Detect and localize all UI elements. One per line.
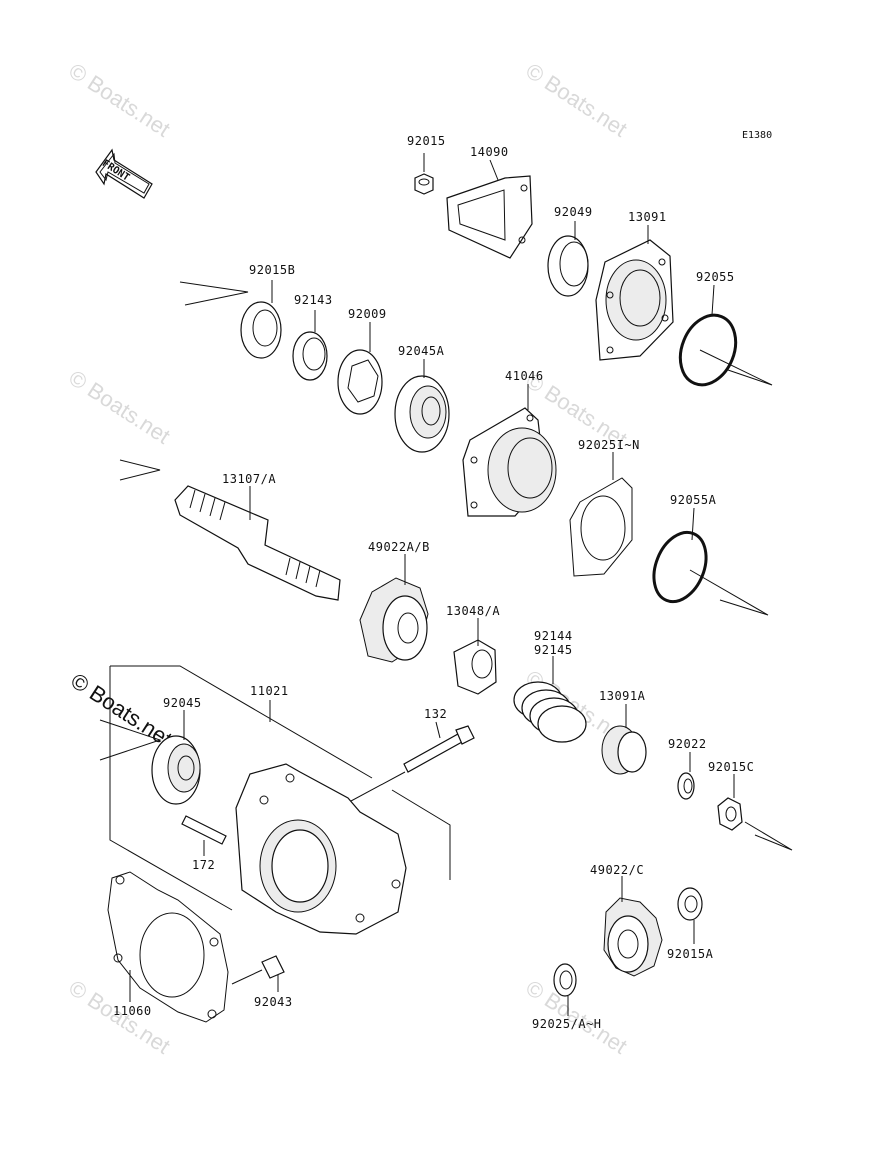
part-92043-pin [231, 955, 285, 992]
part-label[interactable]: 13091 [628, 210, 667, 224]
part-label[interactable]: 92015B [249, 263, 296, 277]
part-92045-bearing [99, 710, 201, 805]
part-92055A-o-ring [652, 507, 769, 616]
part-label[interactable]: 92043 [254, 995, 293, 1009]
part-label[interactable]: 11021 [250, 684, 289, 698]
part-13091A-collar [601, 704, 647, 775]
diagram-code: E1380 [742, 130, 773, 141]
part-13048A-hub [453, 618, 497, 695]
part-13107A-shaft [119, 459, 341, 601]
part-label[interactable]: 92049 [554, 205, 593, 219]
part-13091-housing [595, 225, 674, 361]
part-49022AB-bevel-gear [359, 554, 429, 663]
part-label[interactable]: 49022A/B [368, 540, 430, 554]
part-92009-nut [337, 322, 383, 415]
part-label[interactable]: 92055A [670, 493, 717, 507]
part-92025A-H-shim [553, 963, 577, 1016]
part-label[interactable]: 92055 [696, 270, 735, 284]
part-label[interactable]: 92015 [407, 134, 446, 148]
part-label[interactable]: 92145 [534, 643, 573, 657]
part-14090-bracket [446, 159, 533, 259]
part-172-stud [181, 815, 227, 856]
part-92015A-nut [677, 887, 703, 944]
part-41046-housing [462, 384, 557, 517]
part-label[interactable]: 49022/C [590, 863, 645, 877]
part-label[interactable]: 41046 [505, 369, 544, 383]
part-label[interactable]: 13091A [599, 689, 646, 703]
part-label[interactable]: 132 [424, 707, 448, 721]
part-label[interactable]: 92045A [398, 344, 445, 358]
part-92143-collar [292, 310, 328, 381]
part-label[interactable]: 13048/A [446, 604, 501, 618]
part-92015C-nut [717, 774, 793, 851]
part-92015B-nut [179, 280, 282, 359]
front-arrow-icon [95, 148, 153, 199]
part-92022-washer [677, 752, 695, 800]
part-label[interactable]: 13107/A [222, 472, 277, 486]
part-92144-spring [513, 656, 587, 743]
part-label[interactable]: 92144 [534, 629, 573, 643]
part-132-bolt [337, 721, 475, 809]
part-92049-seal [547, 221, 589, 297]
part-92055-o-ring [678, 284, 773, 387]
part-label[interactable]: 92022 [668, 737, 707, 751]
part-label[interactable]: 92143 [294, 293, 333, 307]
part-label[interactable]: 92015A [667, 947, 714, 961]
part-11060-gasket [107, 871, 229, 1023]
part-label[interactable]: 92025I~N [578, 438, 640, 452]
part-11021-group-outline [109, 665, 451, 911]
part-label[interactable]: 92009 [348, 307, 387, 321]
part-92015-nut [414, 153, 434, 195]
part-label[interactable]: 92025/A~H [532, 1017, 602, 1031]
part-label[interactable]: 11060 [113, 1004, 152, 1018]
part-92025I-N-gasket [569, 452, 633, 577]
part-label[interactable]: 14090 [470, 145, 509, 159]
part-49022C-gear [603, 876, 663, 977]
part-label[interactable]: 92045 [163, 696, 202, 710]
part-92045A-bearing [394, 359, 450, 453]
part-label[interactable]: 172 [192, 858, 216, 872]
part-11021-gear-case [235, 763, 407, 935]
part-label[interactable]: 92015C [708, 760, 755, 774]
